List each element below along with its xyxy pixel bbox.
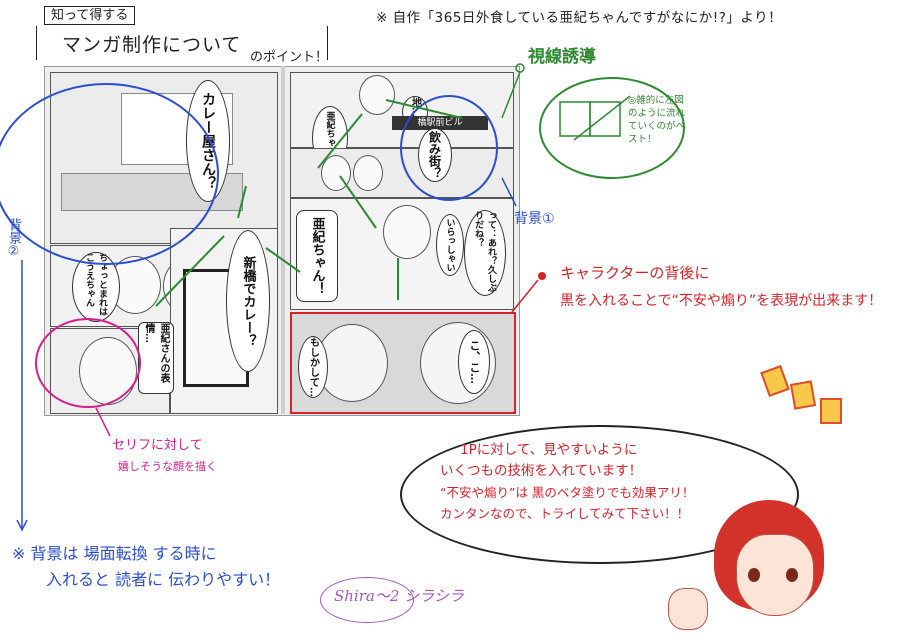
gaze-pointer	[501, 71, 521, 119]
bg1-circle	[0, 83, 219, 265]
laugh-face	[79, 337, 137, 405]
gaze-book-arrow	[573, 95, 631, 141]
gaze-arrow-2	[317, 113, 363, 169]
bg1-pointer	[501, 177, 517, 207]
speech-line-3: “不安や煽り”は 黒のベタ塗りでも効果アリ！	[440, 485, 695, 500]
bubble-aki-chan: 亜紀ちゃん！	[296, 210, 338, 302]
chef-face	[383, 205, 431, 259]
signature-oval	[320, 577, 414, 623]
gaze-arrow-3	[339, 175, 377, 229]
speech-line-2: いくつもの技術を入れています！	[440, 463, 643, 479]
character-hand	[668, 588, 708, 630]
bubble-curry-shop: カレー屋さん？	[186, 80, 230, 202]
signature: Shira～2 シラシラ	[334, 587, 464, 605]
gaze-pointer-dot	[515, 63, 525, 73]
station-sign: 橋駅前ビル	[392, 116, 488, 130]
bubble-aki-face: 亜紀さんの表情…	[138, 322, 174, 394]
header-title: マンガ制作について	[62, 34, 242, 56]
char-pointer	[511, 279, 539, 313]
bubble-koko: こ、こ…	[458, 330, 490, 394]
bubble-nomigai: 飲み街？	[418, 128, 452, 182]
serif-note-line1: セリフに対して	[112, 438, 203, 453]
motion-mark-3	[820, 398, 842, 424]
gaze-arrow-5	[265, 247, 301, 273]
bg-note-line1: ※ 背景は 場面転換 する時に	[12, 544, 217, 563]
character-eye-right	[786, 568, 798, 582]
serif-note-line2: 嬉しそうな顔を描く	[118, 460, 217, 473]
gaze-book-right	[589, 101, 621, 137]
bg2-label: 背景②	[6, 218, 21, 259]
bg2-circle	[400, 95, 498, 201]
speech-line-1: 1Pに対して、見やすいように	[460, 442, 638, 458]
header-bracket	[36, 26, 328, 60]
bg1-label: 背景①	[514, 211, 555, 227]
gaze-note: ◎雑的に左図のように流れていくのがベスト！	[628, 95, 686, 145]
street-face-2	[353, 155, 383, 191]
gaze-arrow-7	[237, 185, 247, 219]
gaze-bubble	[539, 77, 685, 179]
bubble-moshikashite: もしかして…	[298, 336, 328, 398]
serif-circle	[35, 318, 141, 408]
char-dot	[538, 272, 546, 280]
aki-face-left	[316, 324, 388, 402]
header-tag: 知って得する	[44, 6, 136, 25]
char-note-line2: 黒を入れることで“不安や煽り”を表現が出来ます！	[560, 293, 883, 309]
speech-line-4: カンタンなので、トライしてみて下さい！！	[440, 506, 690, 521]
header-subtitle: のポイント！	[250, 50, 329, 65]
bg-note-line2: 入れると 読者に 伝わりやすい！	[46, 570, 281, 589]
bubble-shinbashi-curry: 新橋でカレー？	[226, 230, 270, 372]
serif-pointer	[95, 407, 111, 437]
motion-mark-2	[789, 380, 817, 410]
gaze-arrow-1	[385, 99, 463, 119]
character-eye-left	[748, 568, 760, 582]
bubble-hisashiburi: って：あれ？久しぶりだね？	[464, 210, 506, 296]
bg-arrow-head	[16, 519, 28, 532]
source-note: ※ 自作「365日外食している亜紀ちゃんですがなにか!?」より！	[376, 10, 783, 26]
man-face	[359, 75, 395, 115]
gaze-title: 視線誘導	[528, 47, 596, 67]
char-note-line1: キャラクターの背後に	[560, 264, 710, 282]
speech-text: 1Pに対して、見やすいように いくつもの技術を入れています！ “不安や煽り”は …	[440, 440, 780, 524]
gaze-arrow-6	[155, 235, 225, 307]
manga-spine	[281, 66, 285, 414]
